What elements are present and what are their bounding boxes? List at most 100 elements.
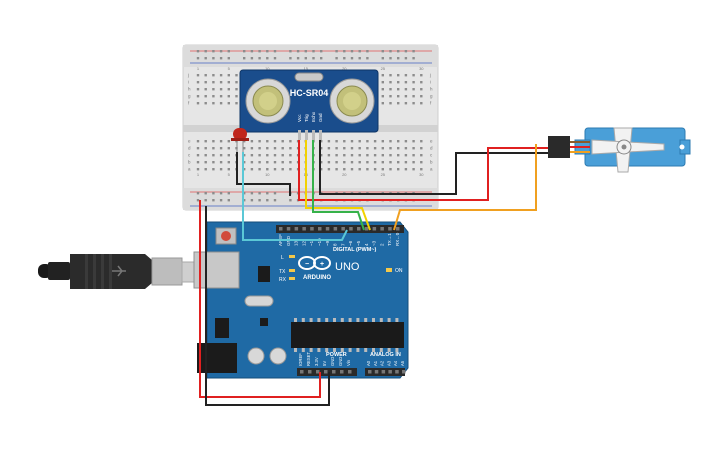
- row-letter: g: [430, 94, 433, 99]
- arduino-logo: − +: [298, 256, 331, 270]
- row-letter: b: [188, 160, 191, 165]
- digital-pin-label: 2: [379, 243, 384, 246]
- column-number: 1: [197, 172, 200, 177]
- row-letter: h: [188, 87, 191, 92]
- digital-pin-label: ~5: [356, 240, 361, 246]
- wire-sensor-echo-green[interactable]: [312, 140, 365, 231]
- power-pin-label: IOREF: [298, 353, 303, 366]
- microcontroller-chip: [294, 318, 399, 352]
- usb-cable[interactable]: [38, 254, 213, 289]
- usb-icon: [112, 265, 126, 277]
- analog-pin-label: A1: [373, 360, 378, 366]
- wire-gnd-black[interactable]: [205, 206, 330, 406]
- digital-pin-label: ~10: [317, 238, 322, 246]
- row-letter: a: [188, 167, 191, 172]
- digital-pin-label: 13: [294, 240, 299, 246]
- column-number: 5: [228, 66, 231, 71]
- row-letter: f: [430, 101, 432, 106]
- sensor-pin-echo: Echo: [311, 111, 316, 122]
- row-letter: j: [429, 73, 431, 78]
- wire-sensor-trig-yellow[interactable]: [305, 140, 371, 231]
- power-pin-label: GND: [338, 357, 343, 366]
- row-letter: i: [188, 80, 189, 85]
- wire-servo-orange[interactable]: [393, 144, 537, 231]
- led-tx-label: TX: [279, 269, 286, 275]
- sensor-pin-vcc: Vcc: [297, 114, 302, 122]
- ultrasonic-sensor[interactable]: HC-SR04 Vcc Trig Echo Gnd: [239, 69, 379, 140]
- on-label: ON: [395, 268, 403, 274]
- power-pin-label: RESET: [306, 352, 311, 366]
- wire-servo-black[interactable]: [430, 152, 548, 195]
- digital-pin-label: 4: [364, 243, 369, 246]
- row-letter: h: [430, 87, 433, 92]
- analog-pin-label: A5: [400, 360, 405, 366]
- row-letter: e: [430, 139, 433, 144]
- column-number: 10: [265, 172, 270, 177]
- row-letter: f: [188, 101, 190, 106]
- sensor-pin-trig: Trig: [304, 114, 309, 122]
- digital-pin-label: 8: [333, 243, 338, 246]
- column-number: 20: [342, 66, 347, 71]
- column-number: 30: [419, 66, 424, 71]
- row-letter: j: [187, 73, 189, 78]
- sensor-model-label: HC-SR04: [290, 88, 329, 98]
- column-number: 15: [304, 66, 309, 71]
- row-letter: d: [430, 146, 433, 151]
- analog-pin-label: A4: [393, 360, 398, 366]
- power-pin-label: GND: [330, 357, 335, 366]
- column-number: 10: [265, 66, 270, 71]
- sensor-pin-gnd: Gnd: [318, 113, 323, 122]
- digital-pin-label: ~9: [325, 240, 330, 246]
- wire-5v-red[interactable]: [199, 200, 321, 398]
- digital-pin-label: ~3: [372, 240, 377, 246]
- digital-pin-label: ~6: [348, 240, 353, 246]
- column-number: 1: [197, 66, 200, 71]
- analog-pin-label: A3: [386, 360, 391, 366]
- row-letter: i: [430, 80, 431, 85]
- column-number: 20: [342, 172, 347, 177]
- row-letter: a: [430, 167, 433, 172]
- micro-servo[interactable]: [548, 127, 691, 173]
- svg-text:−: −: [305, 261, 309, 268]
- row-letter: c: [430, 153, 433, 158]
- column-number: 25: [381, 66, 386, 71]
- digital-pin-label: RX←0: [395, 232, 400, 246]
- arduino-model: UNO: [335, 261, 360, 273]
- led-l-label: L: [281, 255, 284, 261]
- column-number: 25: [381, 172, 386, 177]
- analog-pin-label: A2: [380, 360, 385, 366]
- column-number: 5: [228, 172, 231, 177]
- digital-pin-label: ~11: [309, 238, 314, 246]
- row-letter: c: [188, 153, 191, 158]
- digital-pin-label: 7: [340, 243, 345, 246]
- wire-led-black[interactable]: [236, 152, 291, 196]
- analog-pin-label: A0: [366, 360, 371, 366]
- row-letter: d: [188, 146, 191, 151]
- wires: [199, 140, 548, 406]
- digital-pin-label: TX→1: [387, 233, 392, 246]
- power-label: POWER: [326, 352, 347, 358]
- column-number: 30: [419, 172, 424, 177]
- digital-label: DIGITAL (PWM~): [333, 247, 377, 253]
- row-letter: g: [188, 94, 191, 99]
- svg-text:+: +: [320, 261, 324, 268]
- power-pin-label: 3.3V: [314, 357, 319, 366]
- red-led[interactable]: [231, 128, 249, 152]
- wire-servo-red[interactable]: [430, 147, 548, 201]
- wire-led-cyan[interactable]: [242, 152, 348, 241]
- row-letter: b: [430, 160, 433, 165]
- analog-label: ANALOG IN: [370, 352, 401, 358]
- digital-pin-label: 12: [301, 240, 306, 246]
- power-pin-label: 5V: [322, 361, 327, 366]
- power-pin-label: Vin: [346, 359, 351, 366]
- row-letter: e: [188, 139, 191, 144]
- wire-sensor-vcc-red[interactable]: [298, 140, 430, 201]
- arduino-brand: ARDUINO: [303, 275, 331, 281]
- wire-sensor-gnd-black[interactable]: [319, 140, 430, 195]
- digital-header: [279, 227, 400, 231]
